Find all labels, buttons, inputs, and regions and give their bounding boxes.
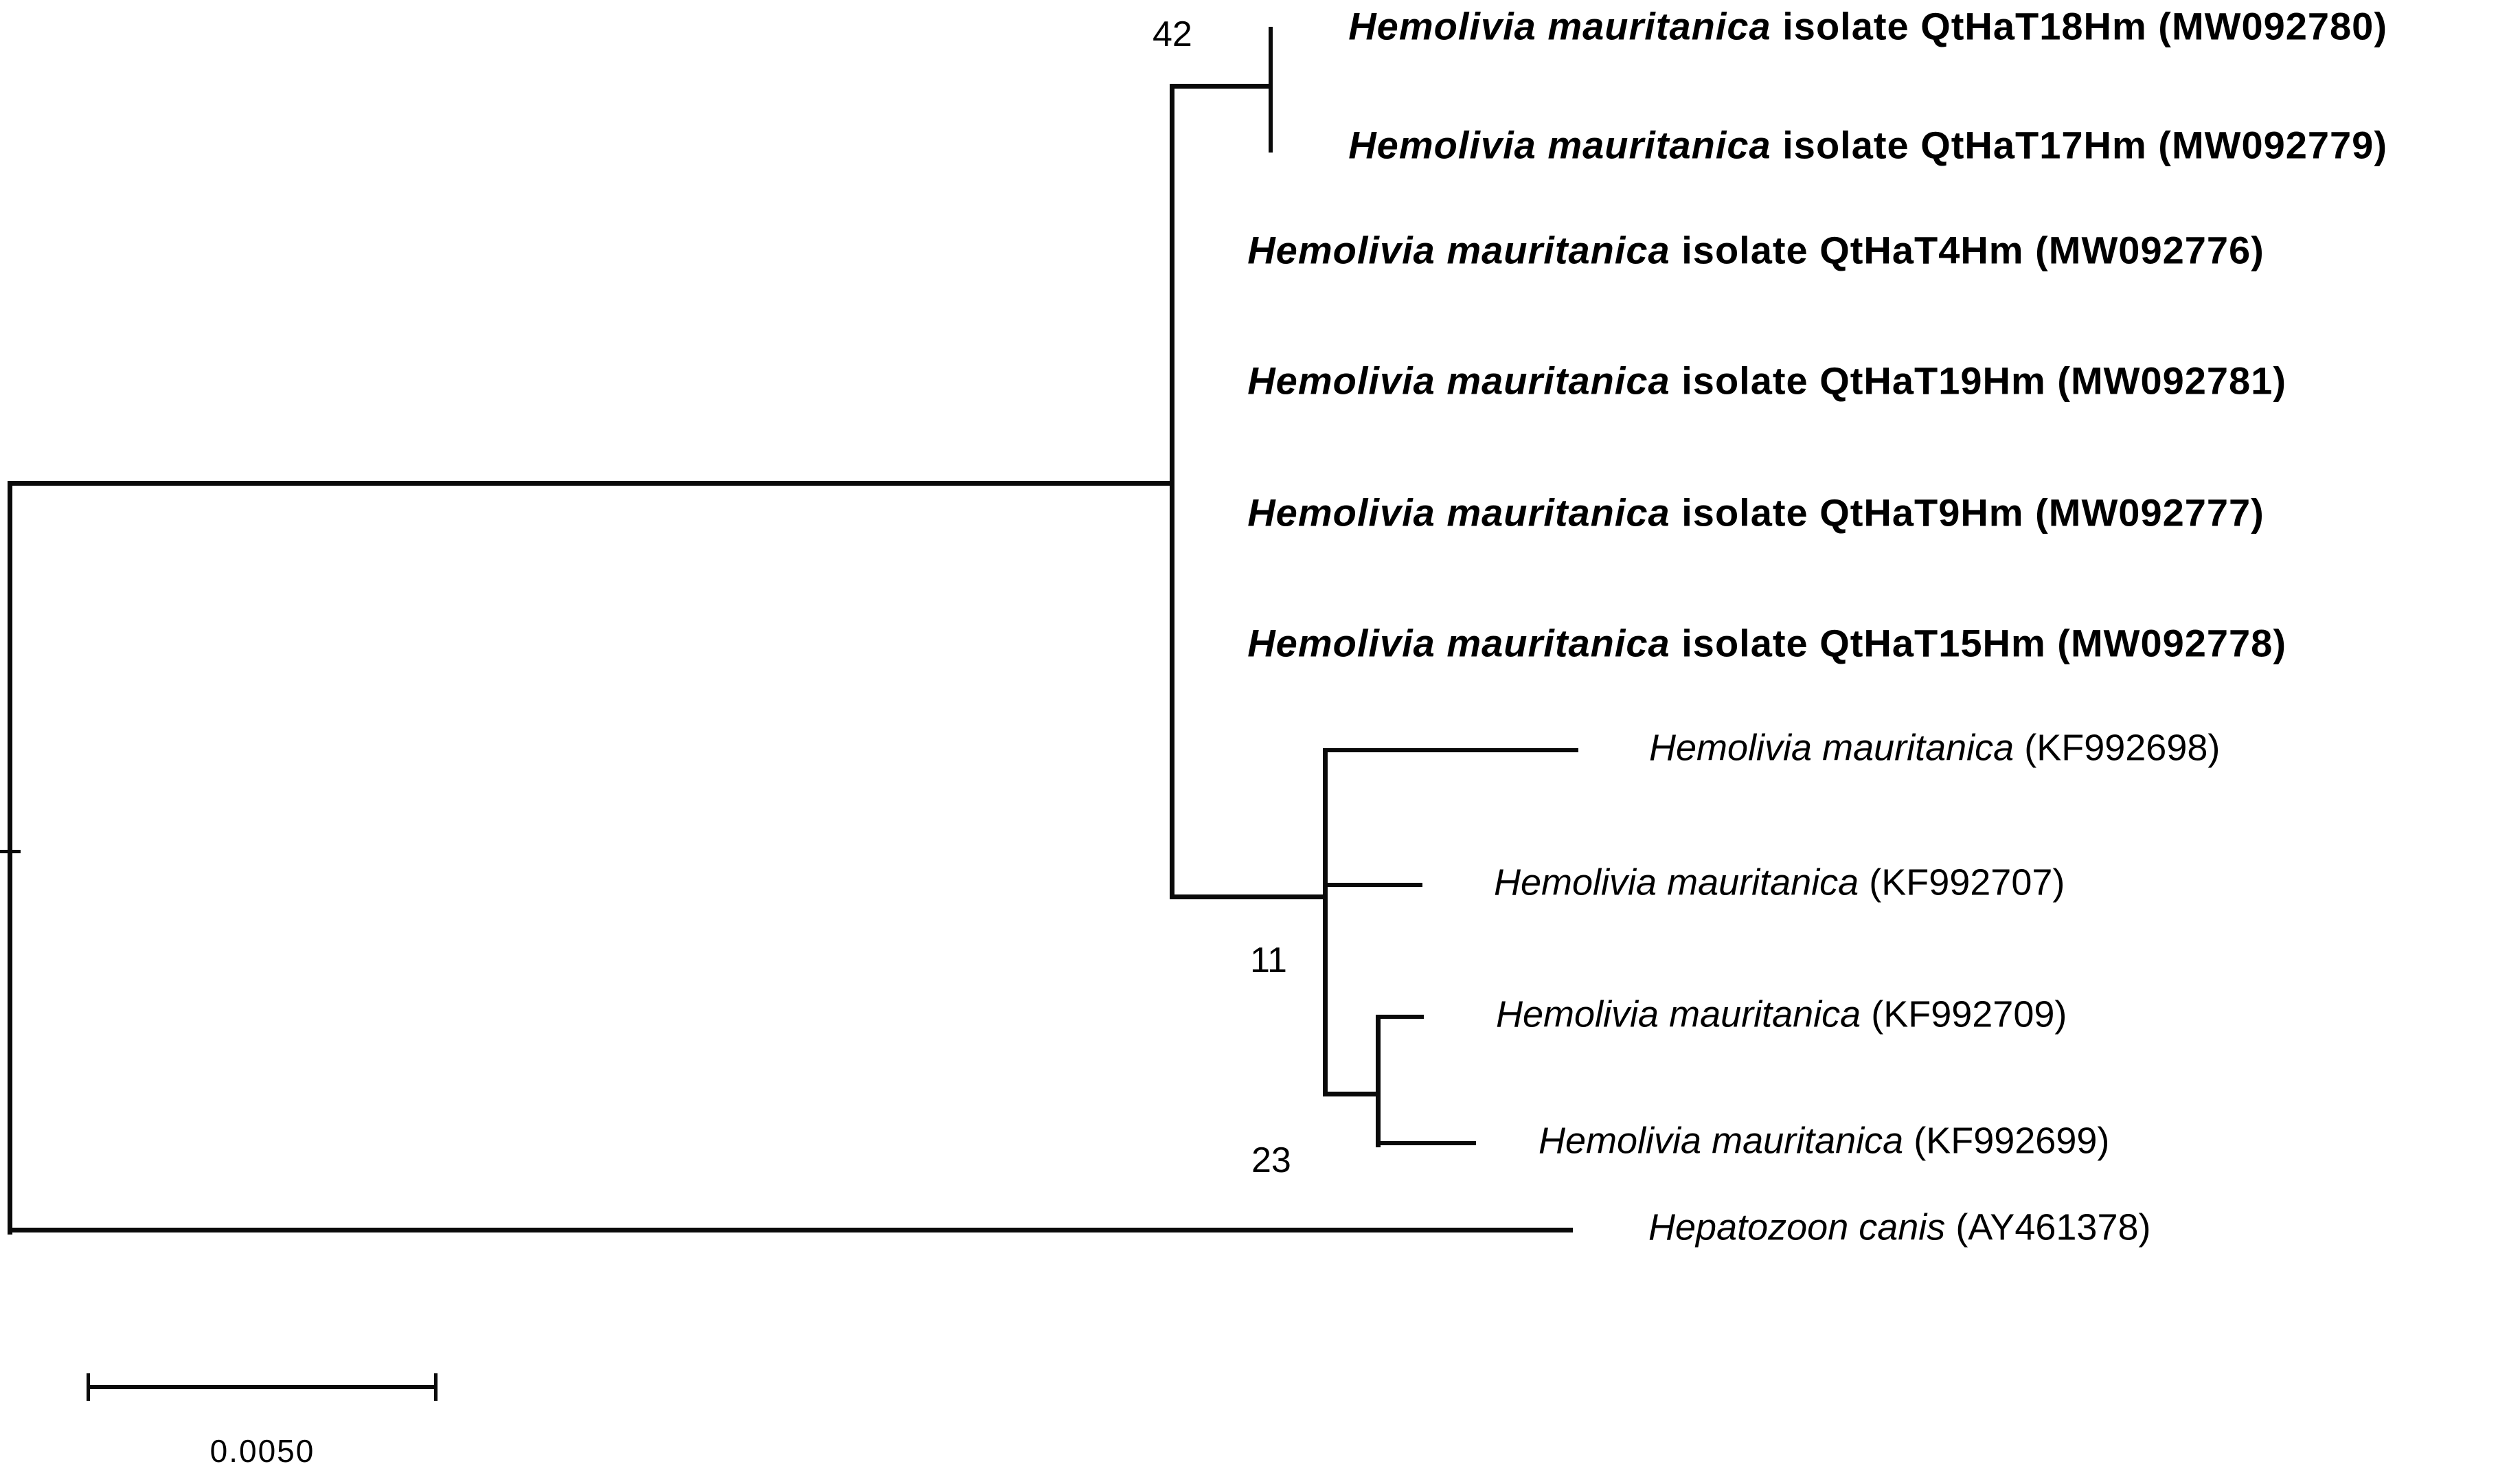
- kf992699-branch-line: [1376, 1141, 1476, 1145]
- kf992707-branch-line: [1323, 883, 1422, 887]
- taxon-species-name: Hemolivia mauritanica: [1348, 4, 1771, 48]
- root-tick-mark: [0, 850, 21, 853]
- taxon-label-mw092777: Hemolivia mauritanica isolate QtHaT9Hm (…: [1202, 446, 2264, 580]
- root-vertical-line: [8, 481, 12, 1235]
- taxon-species-name: Hemolivia mauritanica: [1496, 993, 1861, 1035]
- taxon-accession-text: (KF992698): [2014, 727, 2221, 769]
- scale-bar-right-tick: [434, 1373, 438, 1401]
- taxon-accession-text: isolate QtHaT9Hm (MW092777): [1670, 491, 2264, 534]
- hepatozoon-branch-line: [8, 1228, 1573, 1232]
- taxon-accession-text: isolate QtHaT19Hm (MW092781): [1670, 359, 2286, 403]
- taxon-species-name: Hemolivia mauritanica: [1247, 359, 1670, 403]
- taxon-species-name: Hemolivia mauritanica: [1649, 727, 2014, 769]
- taxon-accession-text: isolate QtHaT18Hm (MW092780): [1771, 4, 2387, 48]
- taxon-label-kf992699: Hemolivia mauritanica (KF992699): [1497, 1077, 2109, 1204]
- bootstrap-value-11: 11: [1250, 941, 1287, 980]
- node23-branch-line: [1323, 1092, 1381, 1096]
- taxon-species-name: Hemolivia mauritanica: [1247, 491, 1670, 534]
- taxon-species-name: Hemolivia mauritanica: [1539, 1120, 1904, 1162]
- node42-bracket-line: [1269, 27, 1273, 153]
- taxon-label-mw092776: Hemolivia mauritanica isolate QtHaT4Hm (…: [1202, 183, 2264, 317]
- taxon-accession-text: (AY461378): [1945, 1206, 2151, 1248]
- taxon-species-name: Hemolivia mauritanica: [1494, 862, 1859, 903]
- root-to-clade-branch-line: [8, 481, 1174, 486]
- kf992709-branch-line: [1376, 1015, 1424, 1019]
- bootstrap-value-42: 42: [1153, 14, 1192, 54]
- taxon-label-kf992698: Hemolivia mauritanica (KF992698): [1608, 684, 2220, 811]
- node11-bracket-line: [1323, 748, 1328, 1096]
- scale-bar-line: [88, 1385, 438, 1389]
- taxon-label-mw092778: Hemolivia mauritanica isolate QtHaT15Hm …: [1202, 576, 2286, 710]
- main-clade-backbone-line: [1170, 84, 1174, 899]
- taxon-label-mw092779: Hemolivia mauritanica isolate QtHaT17Hm …: [1303, 78, 2387, 212]
- taxon-species-name: Hemolivia mauritanica: [1247, 621, 1670, 665]
- taxon-accession-text: (KF992709): [1861, 993, 2067, 1035]
- taxon-label-mw092780: Hemolivia mauritanica isolate QtHaT18Hm …: [1303, 0, 2387, 93]
- node23-bracket-line: [1376, 1015, 1381, 1147]
- taxon-accession-text: (KF992707): [1859, 862, 2065, 903]
- taxon-label-ay461378: Hepatozoon canis (AY461378): [1607, 1163, 2151, 1291]
- taxon-species-name: Hepatozoon canis: [1648, 1206, 1946, 1248]
- taxon-accession-text: isolate QtHaT15Hm (MW092778): [1670, 621, 2286, 665]
- scale-bar-label: 0.0050: [209, 1433, 315, 1469]
- bootstrap-value-23: 23: [1251, 1140, 1291, 1180]
- taxon-accession-text: isolate QtHaT17Hm (MW092779): [1771, 123, 2387, 167]
- node11-branch-line: [1170, 894, 1328, 899]
- taxon-species-name: Hemolivia mauritanica: [1247, 228, 1670, 272]
- taxon-species-name: Hemolivia mauritanica: [1348, 123, 1771, 167]
- taxon-label-mw092781: Hemolivia mauritanica isolate QtHaT19Hm …: [1202, 314, 2286, 448]
- taxon-accession-text: (KF992699): [1903, 1120, 2110, 1162]
- kf992698-branch-line: [1323, 748, 1578, 752]
- taxon-accession-text: isolate QtHaT4Hm (MW092776): [1670, 228, 2264, 272]
- scale-bar-left-tick: [87, 1373, 90, 1401]
- taxon-label-kf992709: Hemolivia mauritanica (KF992709): [1455, 950, 2067, 1078]
- taxon-label-kf992707: Hemolivia mauritanica (KF992707): [1453, 818, 2065, 946]
- node42-branch-line: [1170, 84, 1273, 89]
